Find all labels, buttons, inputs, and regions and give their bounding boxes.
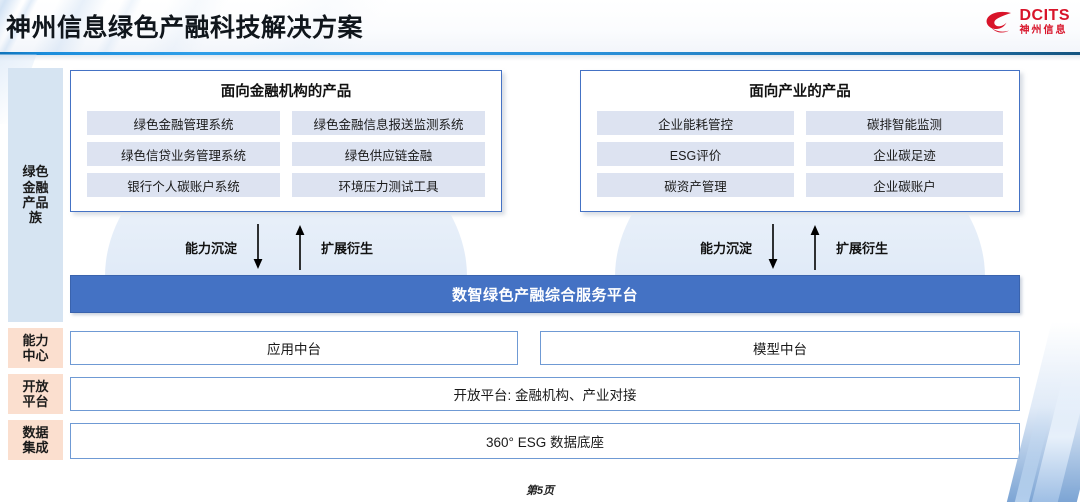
rail-item-open-platform: 开放平台: [8, 374, 63, 414]
product-chip[interactable]: 绿色金融管理系统: [87, 111, 280, 135]
product-chip-grid: 绿色金融管理系统 绿色金融信息报送监测系统 绿色信贷业务管理系统 绿色供应链金融…: [71, 101, 501, 197]
rail-item-capability-center: 能力中心: [8, 328, 63, 368]
product-chip[interactable]: 绿色信贷业务管理系统: [87, 142, 280, 166]
product-chip[interactable]: 企业能耗管控: [597, 111, 794, 135]
rail-item-green-finance-product-family: 绿色金融产品族: [8, 68, 63, 322]
arrow-down-icon: [768, 224, 778, 269]
product-chip[interactable]: 银行个人碳账户系统: [87, 173, 280, 197]
product-group-industry: 面向产业的产品 企业能耗管控 碳排智能监测 ESG评价 企业碳足迹 碳资产管理 …: [580, 70, 1020, 212]
arrow-up-icon: [810, 225, 820, 270]
flow-down-label: 能力沉淀: [185, 240, 238, 256]
product-chip[interactable]: 企业碳足迹: [806, 142, 1003, 166]
rail-label: 能力中心: [22, 332, 49, 363]
product-chip[interactable]: 碳资产管理: [597, 173, 794, 197]
page-title: 神州信息绿色产融科技解决方案: [6, 14, 364, 42]
open-platform-label: 开放平台: 金融机构、产业对接: [453, 388, 637, 403]
data-foundation-box[interactable]: 360° ESG 数据底座: [70, 423, 1020, 459]
capability-label: 应用中台: [267, 342, 321, 357]
flow-group-left: 能力沉淀 扩展衍生: [185, 218, 373, 276]
company-logo: DCITS 神州信息: [984, 8, 1071, 36]
product-chip[interactable]: ESG评价: [597, 142, 794, 166]
product-chip-grid: 企业能耗管控 碳排智能监测 ESG评价 企业碳足迹 碳资产管理 企业碳账户: [581, 101, 1019, 197]
product-chip[interactable]: 碳排智能监测: [806, 111, 1003, 135]
dcits-swirl-icon: [984, 9, 1014, 35]
platform-label: 数智绿色产融综合服务平台: [451, 286, 638, 304]
capability-box-model-midplatform[interactable]: 模型中台: [540, 331, 1020, 365]
platform-bar[interactable]: 数智绿色产融综合服务平台: [70, 275, 1020, 313]
product-chip[interactable]: 企业碳账户: [806, 173, 1003, 197]
rail-item-data-integration: 数据集成: [8, 420, 63, 460]
logo-cn-text: 神州信息: [1019, 25, 1068, 36]
capability-label: 模型中台: [753, 342, 807, 357]
flow-group-right: 能力沉淀 扩展衍生: [700, 218, 888, 276]
product-group-title: 面向金融机构的产品: [220, 84, 352, 100]
corner-ribbon-decor: [1029, 362, 1080, 502]
arrow-up-icon: [295, 225, 305, 270]
product-chip[interactable]: 环境压力测试工具: [292, 173, 485, 197]
product-chip[interactable]: 绿色金融信息报送监测系统: [292, 111, 485, 135]
product-group-title: 面向产业的产品: [749, 84, 851, 100]
product-chip[interactable]: 绿色供应链金融: [292, 142, 485, 166]
rail-label: 数据集成: [22, 424, 49, 455]
flow-down-label: 能力沉淀: [700, 240, 753, 256]
page-number: 第5页: [525, 485, 555, 497]
header-rule: [0, 52, 1080, 55]
rail-label: 开放平台: [22, 378, 49, 409]
data-foundation-label: 360° ESG 数据底座: [486, 435, 604, 450]
logo-en-text: DCITS: [1019, 7, 1070, 24]
logo-text: DCITS 神州信息: [1020, 8, 1071, 36]
open-platform-box[interactable]: 开放平台: 金融机构、产业对接: [70, 377, 1020, 411]
header-rule-shadow: [0, 55, 1080, 61]
flow-up-label: 扩展衍生: [836, 240, 889, 256]
rail-label: 绿色金融产品族: [22, 164, 49, 226]
capability-box-application-midplatform[interactable]: 应用中台: [70, 331, 518, 365]
slide-header: [0, 0, 1080, 54]
arrow-down-icon: [253, 224, 263, 269]
flow-up-label: 扩展衍生: [321, 240, 374, 256]
product-group-financial-institutions: 面向金融机构的产品 绿色金融管理系统 绿色金融信息报送监测系统 绿色信贷业务管理…: [70, 70, 502, 212]
